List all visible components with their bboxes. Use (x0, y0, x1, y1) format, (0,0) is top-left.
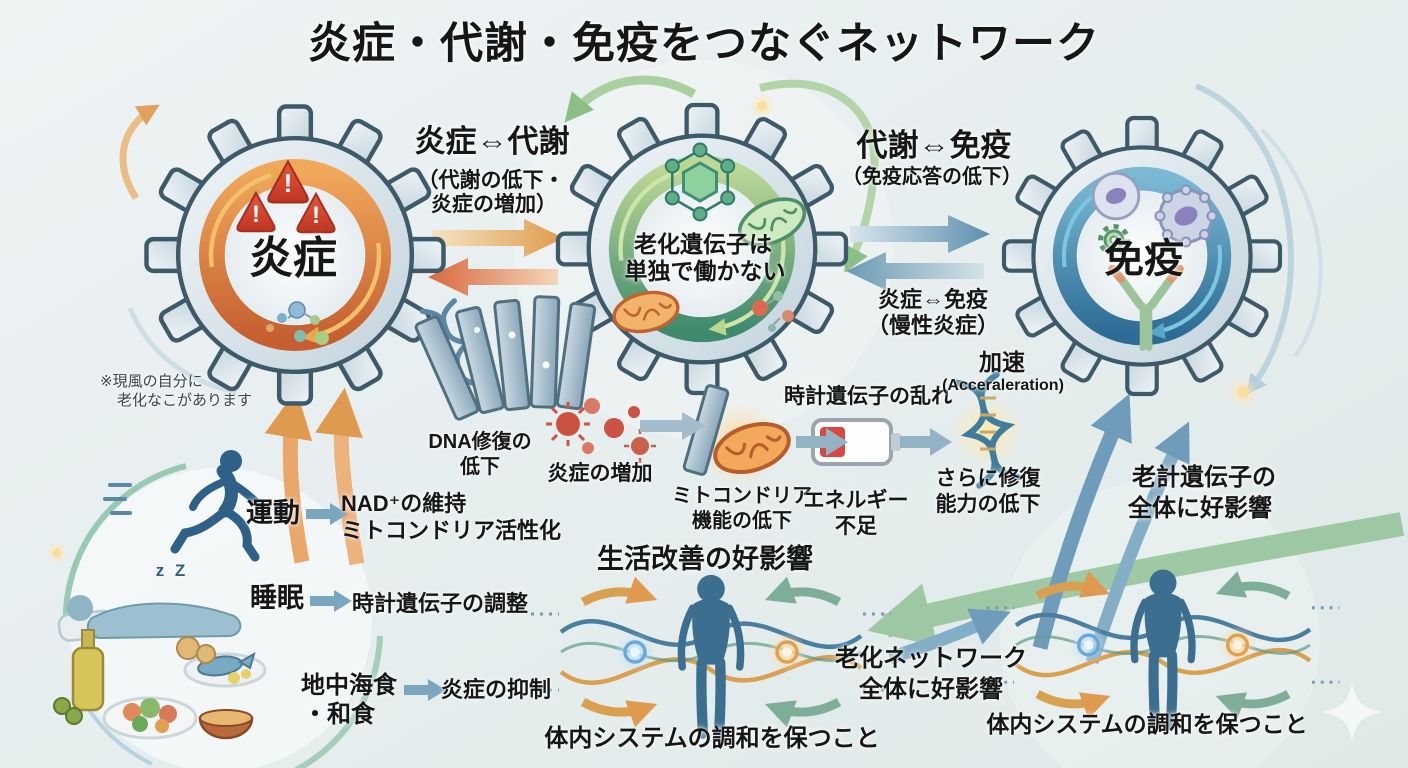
warning-exclamation: ! (284, 168, 293, 198)
side-note-line1: ※現風の自分に (100, 373, 203, 390)
gear-label-aging-line1: 老化遺伝子は (634, 231, 772, 257)
repair-dna-icon (952, 374, 1024, 485)
arrow-metabolism-to-inflammation (428, 258, 558, 296)
lifestyle-diet-label2: ・和食 (303, 701, 375, 728)
side-note-line2: 老化なこがあります (117, 392, 253, 409)
relation-metabolism-immunity-sub: （免疫応答の低下） (842, 166, 1022, 188)
lifestyle-arrows (306, 503, 446, 701)
arrow-to-battery (796, 428, 848, 456)
food-icons (53, 629, 267, 740)
relation-inflammation-immunity-line1: 炎症⇔免疫 (877, 287, 989, 312)
arc-top-green-left (564, 75, 697, 123)
cascade-mitochondria-line2: 機能の低下 (692, 510, 792, 532)
lifestyle-diet-label1: 地中海食 (301, 672, 397, 699)
page-title: 炎症・代謝・免疫をつなぐネットワーク (308, 20, 1100, 68)
warning-exclamation: ! (312, 202, 320, 229)
benefits-network-line2: 全体に好影響 (859, 676, 1003, 703)
gear-link-arrows (428, 215, 990, 296)
arrow-to-mitochondria (640, 412, 706, 440)
arrow-exercise (306, 503, 348, 525)
gear-label-inflammation: 炎症 (249, 234, 337, 283)
gear-label-immunity: 免疫 (1104, 237, 1184, 281)
immune-cell-spiky-icon (1154, 184, 1218, 248)
benefits-center-caption: 体内システムの調和を保つこと (544, 725, 880, 752)
molecule-hexagon-icon (664, 142, 736, 222)
lifestyle-exercise-effect1: NAD⁺の維持 (341, 491, 467, 516)
cascade-dna-repair-line1: DNA修復の (428, 431, 532, 453)
cascade-arrows (640, 412, 952, 456)
sparkle-icon (1322, 682, 1382, 742)
benefits-right-caption: 体内システムの調和を保つこと (986, 711, 1308, 737)
cascade-energy-line1: エネルギー (803, 489, 909, 512)
arc-right-faint (1260, 128, 1323, 358)
cascade-inflammation-increase: 炎症の増加 (547, 462, 653, 485)
arrow-blue-to-right-body (887, 608, 1011, 665)
gear-label-aging-line2: 単独で働かない (624, 258, 786, 284)
relation-metabolism-immunity-title: 代謝⇔免疫 (856, 128, 1012, 163)
runner-icon (103, 450, 261, 562)
inflammation-warning-icons: ! ! ! (236, 160, 336, 345)
cascade-acceleration-line2: (Acceraleration) (942, 377, 1064, 394)
cascade-illustrations (414, 295, 1024, 486)
arrow-metabolism-to-immunity (850, 215, 990, 253)
relation-inflammation-immunity-line2: （慢性炎症） (866, 313, 1000, 338)
cascade-mitochondria-line1: ミトコンドリア (672, 485, 812, 507)
relation-inflammation-metabolism-sub1: （代謝の低下・ (417, 169, 565, 192)
arc-lifestyle-right (294, 635, 383, 768)
cascade-energy-line2: 不足 (835, 515, 877, 538)
relation-inflammation-metabolism-sub2: 炎症の増加） (431, 193, 557, 216)
lifestyle-illustrations (53, 450, 446, 740)
arrow-lifestyle-up-1 (264, 389, 313, 564)
benefits-right-note-line2: 全体に好影響 (1128, 495, 1272, 522)
lifestyle-exercise-effect2: ミトコンドリア活性化 (341, 518, 562, 543)
glow-accents (46, 93, 1382, 742)
relation-inflammation-metabolism-title: 炎症⇔代謝 (414, 124, 570, 159)
benefits-right-note-line1: 老計遺伝子の (1132, 464, 1276, 491)
warning-exclamation: ! (252, 201, 260, 228)
cascade-repair-capacity-line2: 能力の低下 (935, 493, 1041, 516)
arrow-lifestyle-up-2 (315, 387, 365, 566)
lifestyle-diet-effect: 炎症の抑制 (440, 677, 552, 702)
arc-left-gear (127, 307, 237, 395)
immune-cell-icon (1091, 171, 1141, 221)
sleep-zzz: z Z (155, 561, 189, 580)
cascade-dna-repair-line2: 低下 (460, 456, 500, 478)
arrow-inflammation-to-metabolism (432, 219, 564, 257)
lifestyle-sleep-effect: 時計遺伝子の調整 (352, 591, 529, 616)
immunity-gear-icons (1091, 171, 1218, 348)
molecule-dots (266, 301, 329, 345)
cascade-clock-gene: 時計遺伝子の乱れ (784, 385, 952, 408)
lifestyle-exercise-label: 運動 (246, 498, 300, 528)
arc-top-left-orange (119, 104, 160, 200)
benefits-heading: 生活改善の好影響 (597, 544, 813, 574)
arc-right-outer (1194, 83, 1294, 395)
arrow-green-network (867, 512, 1405, 647)
decorative-arcs (62, 75, 1323, 768)
arrow-diet (404, 679, 446, 701)
arrow-to-repair (900, 428, 952, 456)
arrow-sleep (310, 590, 352, 612)
cascade-repair-capacity-line1: さらに修復 (935, 467, 1041, 490)
arc-lifestyle-left (62, 463, 187, 629)
cascade-acceleration-line1: 加速 (979, 349, 1025, 375)
domino-tiles (414, 295, 597, 421)
molecule-dots (752, 291, 794, 332)
aging-gear-icons (608, 142, 814, 339)
arrow-immunity-to-metabolism (846, 252, 984, 290)
lifestyle-sleep-label: 睡眠 (250, 583, 304, 613)
benefits-network-line1: 老化ネットワーク (835, 645, 1027, 672)
